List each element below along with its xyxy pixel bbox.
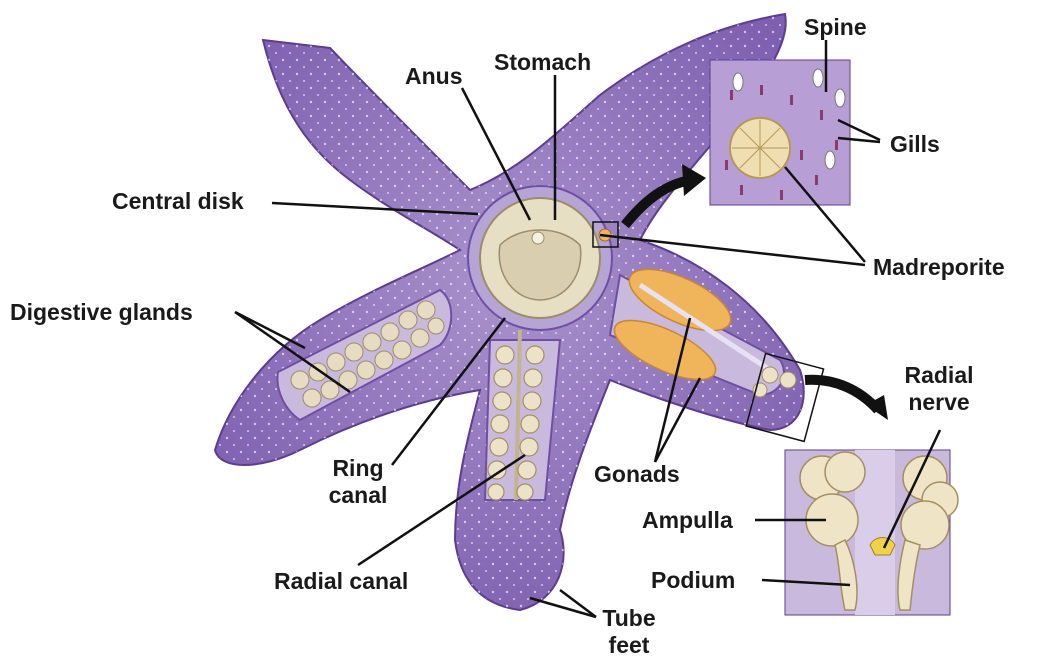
- tube-foot-inset: [785, 450, 958, 615]
- label-radial-nerve-line1: Radial: [903, 362, 975, 389]
- label-gills: Gills: [890, 131, 940, 158]
- label-tube-feet-line1: Tube: [594, 605, 664, 632]
- label-stomach: Stomach: [494, 49, 591, 76]
- label-tube-feet-line2: feet: [594, 632, 664, 659]
- label-ring-canal: Ring canal: [322, 455, 394, 509]
- label-central-disk: Central disk: [112, 188, 244, 215]
- label-radial-nerve-line2: nerve: [903, 389, 975, 416]
- label-ampulla: Ampulla: [642, 507, 733, 534]
- label-radial-canal: Radial canal: [274, 568, 408, 595]
- label-tube-feet: Tube feet: [594, 605, 664, 659]
- label-ring-canal-line1: Ring: [322, 455, 394, 482]
- label-podium: Podium: [651, 567, 735, 594]
- label-spine: Spine: [804, 14, 867, 41]
- label-anus: Anus: [405, 63, 463, 90]
- label-madreporite: Madreporite: [873, 254, 1005, 281]
- label-ring-canal-line2: canal: [322, 482, 394, 509]
- madreporite-inset: [710, 60, 850, 205]
- label-radial-nerve: Radial nerve: [903, 362, 975, 416]
- label-gonads: Gonads: [594, 461, 680, 488]
- label-digestive-glands: Digestive glands: [10, 299, 193, 326]
